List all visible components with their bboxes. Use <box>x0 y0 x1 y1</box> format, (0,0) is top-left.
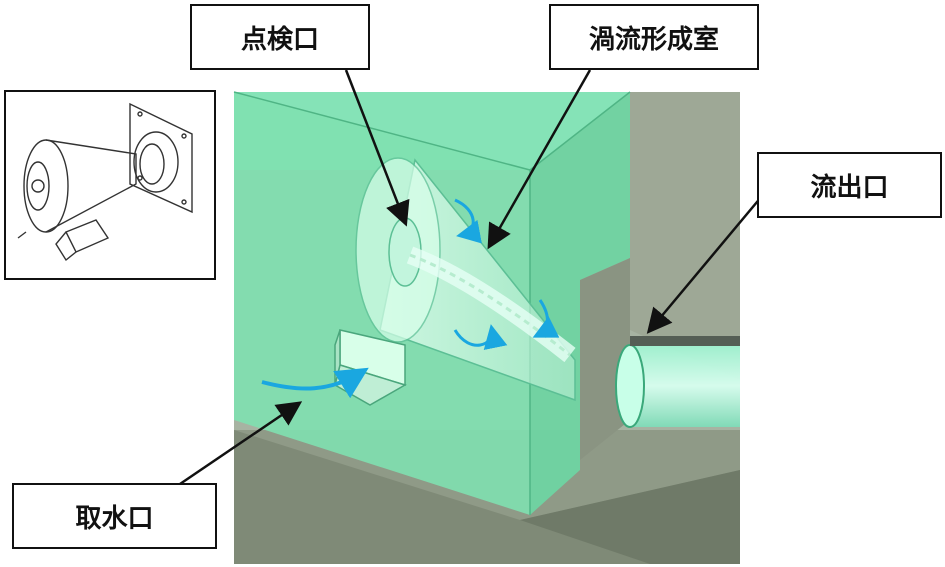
product-inset <box>4 90 216 280</box>
leader-lines <box>179 69 763 486</box>
intake-label: 取水口 <box>12 483 217 549</box>
product-sketch <box>17 102 193 262</box>
flow-arrows <box>261 198 560 399</box>
inspection-port-label: 点検口 <box>190 4 370 70</box>
vortex-chamber-label: 渦流形成室 <box>549 4 759 70</box>
outlet-pipe <box>615 336 740 428</box>
outlet-label: 流出口 <box>757 152 942 218</box>
